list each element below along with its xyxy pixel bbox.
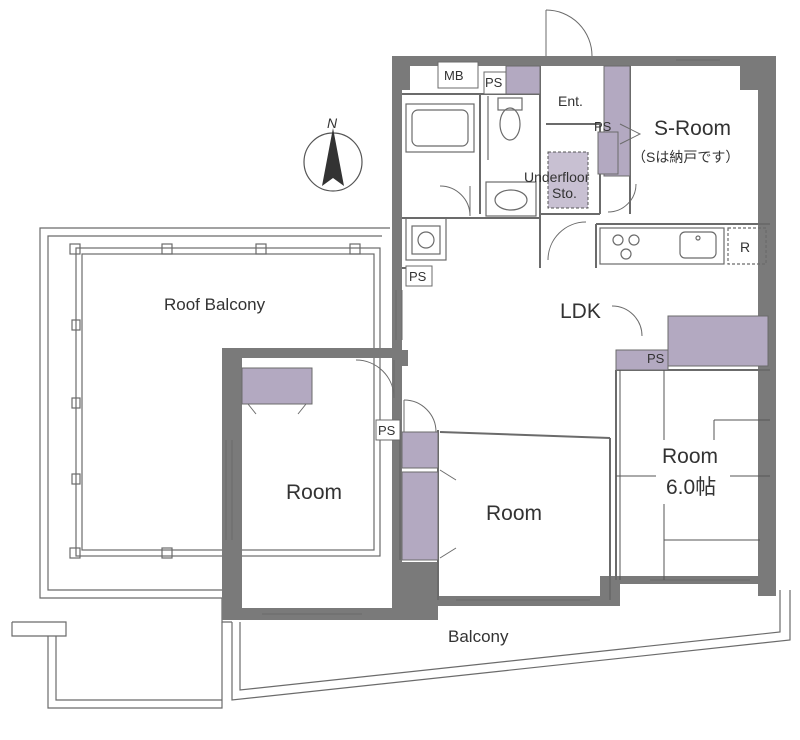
ps-label-entrance: PS — [485, 75, 503, 90]
toilet-icon — [487, 96, 523, 160]
room-japanese-size: 6.0帖 — [666, 476, 716, 499]
compass-north-label: N — [327, 115, 338, 131]
compass: N — [303, 115, 363, 192]
ldk-label: LDK — [560, 300, 601, 323]
ps-label-ldk: PS — [647, 351, 665, 366]
room-japanese-label: Room — [662, 445, 718, 468]
entrance-label: Ent. — [558, 93, 583, 109]
doors — [247, 9, 643, 559]
ps-label-room: PS — [378, 423, 396, 438]
s-room-title: S-Room — [654, 117, 731, 140]
lower-balcony-outline — [11, 590, 791, 709]
washbasin-icon — [485, 181, 537, 217]
kitchen-counter — [599, 227, 767, 265]
labels: MB PS Ent. PS S-Room （Sは納戸です） Underfloor… — [164, 61, 750, 646]
underfloor-storage — [547, 151, 589, 209]
roof-balcony-outline — [39, 227, 390, 599]
walls — [222, 56, 776, 620]
washing-machine-icon — [405, 217, 447, 261]
balcony-label: Balcony — [448, 627, 509, 646]
refrigerator-label: R — [740, 239, 750, 255]
ps-label-sroom: PS — [594, 119, 612, 134]
s-room-note: （Sは納戸です） — [632, 149, 739, 165]
underfloor-storage-label: Underfloor — [524, 169, 590, 185]
closets — [241, 65, 769, 561]
roof-balcony-label: Roof Balcony — [164, 295, 266, 314]
underfloor-storage-label-line2: Sto. — [552, 185, 577, 201]
windows — [225, 59, 750, 615]
north-arrow-icon — [322, 128, 344, 186]
ps-label-laundry: PS — [409, 269, 427, 284]
mb-label: MB — [444, 68, 464, 83]
room-west-label: Room — [286, 481, 342, 504]
room-center-label: Room — [486, 502, 542, 525]
interior-walls — [399, 66, 770, 600]
bathtub-icon — [405, 103, 475, 153]
